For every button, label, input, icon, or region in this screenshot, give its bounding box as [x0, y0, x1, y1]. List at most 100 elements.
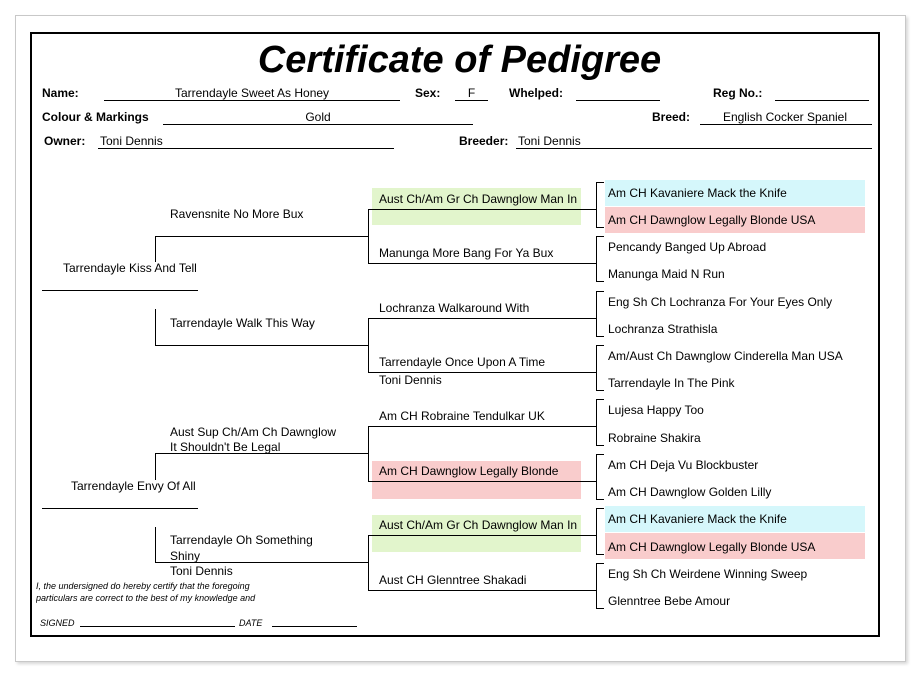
great-grandparent-name: Aust Ch/Am Gr Ch Dawnglow Man In: [379, 192, 578, 206]
great-grandparent-name: Aust Ch/Am Gr Ch Dawnglow Man In: [379, 518, 578, 532]
signed-label: SIGNED: [40, 618, 75, 628]
signature-line: [80, 626, 235, 627]
certification-line: I, the undersigned do hereby certify tha…: [36, 581, 250, 591]
great-grandparent-name: Am CH Robraine Tendulkar UK: [379, 409, 545, 423]
highlight-box-pink: [605, 533, 865, 559]
certification-text: I, the undersigned do hereby certify tha…: [36, 581, 276, 606]
highlight-box-pink: [372, 461, 581, 499]
bracket-line: [596, 182, 597, 209]
owner-value: Toni Dennis: [100, 134, 163, 148]
bracket-line: [596, 454, 604, 455]
bracket-line: [42, 290, 198, 291]
bracket-line: [368, 481, 596, 482]
sex-underline: [455, 100, 488, 101]
grandparent-name: Aust Sup Ch/Am Ch Dawnglow: [170, 425, 337, 439]
name-underline: [104, 100, 400, 101]
bracket-line: [368, 209, 596, 210]
bracket-line: [596, 236, 597, 281]
ancestor-name: Lujesa Happy Too: [608, 403, 704, 417]
ancestor-name: Pencandy Banged Up Abroad: [608, 240, 767, 254]
bracket-line: [596, 390, 604, 391]
owner-label: Owner:: [44, 134, 86, 148]
certification-line: particulars are correct to the best of m…: [36, 593, 256, 603]
date-label: DATE: [239, 618, 263, 628]
date-line: [272, 626, 357, 627]
highlight-box-cyan: [605, 180, 865, 206]
breeder-underline: [516, 148, 872, 149]
bracket-line: [368, 426, 596, 427]
bracket-line: [596, 563, 597, 608]
bracket-line: [596, 608, 604, 609]
ancestor-name: Eng Sh Ch Lochranza For Your Eyes Only: [608, 295, 833, 309]
great-grandparent-breeder: Toni Dennis: [379, 373, 442, 387]
bracket-line: [596, 291, 597, 336]
ancestor-name: Tarrendayle In The Pink: [608, 376, 735, 390]
ancestor-name: Robraine Shakira: [608, 431, 701, 445]
bracket-line: [596, 182, 604, 183]
grandparent-name: It Shouldn't Be Legal: [170, 440, 281, 454]
name-label: Name:: [42, 86, 79, 100]
bracket-line: [596, 291, 604, 292]
bracket-line: [368, 318, 369, 372]
bracket-line: [155, 236, 156, 262]
breeder-label: Breeder:: [459, 134, 509, 148]
name-value: Tarrendayle Sweet As Honey: [174, 86, 330, 100]
ancestor-name: Am CH Dawnglow Legally Blonde USA: [608, 213, 816, 227]
bracket-line: [596, 445, 604, 446]
sex-value: F: [467, 86, 476, 100]
bracket-line: [155, 453, 368, 454]
bracket-line: [368, 590, 596, 591]
ancestor-name: Manunga Maid N Run: [608, 267, 725, 281]
bracket-line: [596, 399, 597, 445]
great-grandparent-name: Aust CH Glenntree Shakadi: [379, 573, 527, 587]
bracket-line: [368, 318, 596, 319]
parent-name: Tarrendayle Envy Of All: [71, 479, 196, 493]
bracket-line: [368, 426, 369, 481]
whelped-underline: [576, 100, 660, 101]
owner-underline: [98, 148, 394, 149]
highlight-box-green: [372, 515, 581, 552]
ancestor-name: Am CH Dawnglow Legally Blonde USA: [608, 540, 816, 554]
ancestor-name: Lochranza Strathisla: [608, 322, 718, 336]
sex-label: Sex:: [415, 86, 441, 100]
grandparent-name: Ravensnite No More Bux: [170, 207, 304, 221]
bracket-line: [368, 372, 596, 373]
bracket-line: [155, 562, 368, 563]
breeder-value: Toni Dennis: [518, 134, 581, 148]
bracket-line: [42, 508, 198, 509]
great-grandparent-name: Tarrendayle Once Upon A Time: [379, 355, 546, 369]
ancestor-name: Am CH Kavaniere Mack the Knife: [608, 186, 787, 200]
bracket-line: [596, 227, 604, 228]
bracket-line: [596, 554, 604, 555]
ancestor-name: Glenntree Bebe Amour: [608, 594, 731, 608]
highlight-box-green: [372, 188, 581, 225]
grandparent-name: Tarrendayle Walk This Way: [170, 316, 315, 330]
bracket-line: [596, 399, 604, 400]
regno-underline: [775, 100, 869, 101]
bracket-line: [368, 263, 596, 264]
highlight-box-cyan: [605, 506, 865, 532]
bracket-line: [368, 209, 369, 263]
certificate-frame: [30, 32, 880, 637]
bracket-line: [155, 453, 156, 480]
bracket-line: [596, 345, 597, 390]
bracket-line: [596, 508, 597, 554]
bracket-line: [155, 527, 156, 562]
ancestor-name: Am/Aust Ch Dawnglow Cinderella Man USA: [608, 349, 843, 363]
breed-underline: [700, 124, 872, 125]
great-grandparent-name: Am CH Dawnglow Legally Blonde: [379, 464, 559, 478]
bracket-line: [596, 281, 604, 282]
breed-value: English Cocker Spaniel: [722, 110, 848, 124]
ancestor-name: Am CH Deja Vu Blockbuster: [608, 458, 759, 472]
ancestor-name: Am CH Kavaniere Mack the Knife: [608, 512, 787, 526]
grandparent-breeder: Toni Dennis: [170, 564, 233, 578]
regno-label: Reg No.:: [713, 86, 763, 100]
colour-value: Gold: [305, 110, 331, 124]
whelped-label: Whelped:: [509, 86, 563, 100]
bracket-line: [596, 499, 604, 500]
bracket-line: [596, 209, 597, 227]
great-grandparent-name: Manunga More Bang For Ya Bux: [379, 246, 554, 260]
bracket-line: [155, 345, 368, 346]
ancestor-name: Eng Sh Ch Weirdene Winning Sweep: [608, 567, 808, 581]
grandparent-name: Tarrendayle Oh Something: [170, 533, 313, 547]
